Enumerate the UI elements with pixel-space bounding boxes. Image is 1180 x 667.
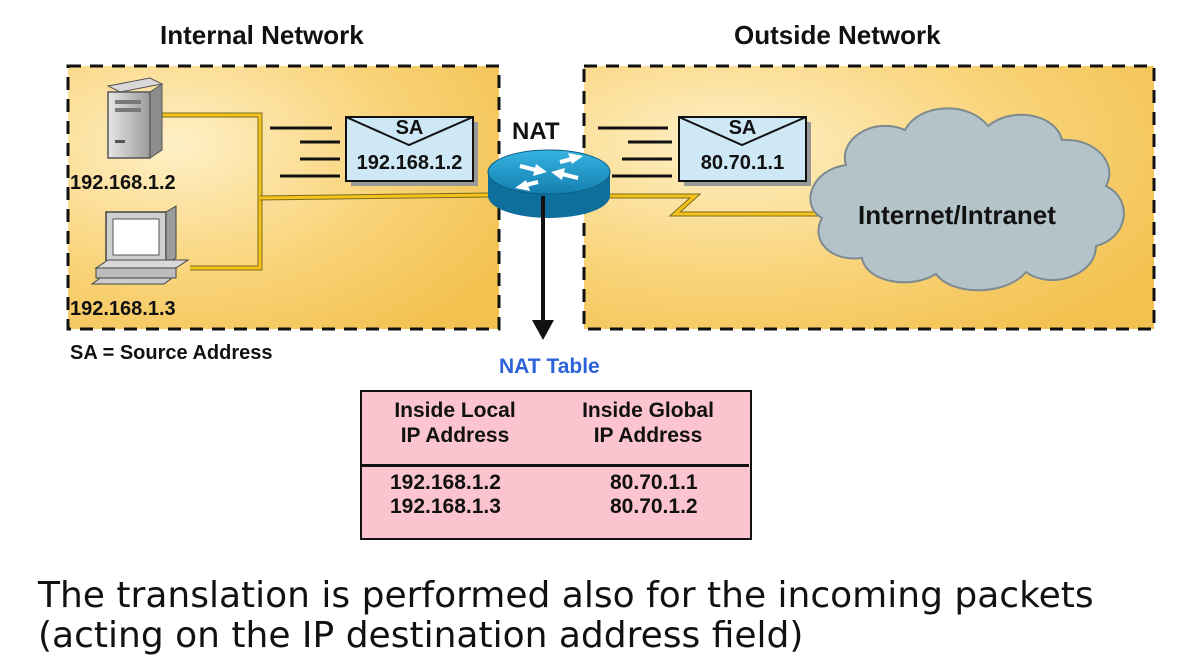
nat-router-icon [487,149,611,218]
server-ip-label: 192.168.1.2 [70,172,176,194]
nat-table-arrow [532,196,554,340]
packet-envelope-inside [345,116,478,186]
table-cell: 80.70.1.2 [610,495,698,518]
packet-outside-address: 80.70.1.1 [700,152,785,174]
internal-cabling [162,112,491,271]
table-cell: 192.168.1.2 [390,471,501,494]
table-cell: 80.70.1.1 [610,471,698,494]
table-header-inside-global: Inside Global IP Address [582,399,714,447]
outside-cabling [608,193,830,217]
table-header-inside-local: Inside Local IP Address [394,399,516,447]
caption-line-2: (acting on the IP destination address fi… [38,615,804,656]
cloud-label: Internet/Intranet [858,200,1056,230]
internal-network-title: Internal Network [160,20,364,50]
sa-legend: SA = Source Address [70,342,273,364]
packet-motion-lines-inside [270,126,340,178]
table-divider [362,464,749,467]
packet-envelope-outside [678,116,811,186]
workstation-icon [90,205,190,285]
outside-network-title: Outside Network [734,20,941,50]
nat-router-label: NAT [512,118,560,145]
packet-inside-address: 192.168.1.2 [356,152,463,174]
packet-motion-lines-outside [598,126,672,178]
packet-outside-header: SA [728,117,757,139]
nat-table: Inside Local IP Address Inside Global IP… [360,390,752,540]
pc-ip-label: 192.168.1.3 [70,298,176,320]
caption-line-1: The translation is performed also for th… [38,575,1094,616]
packet-inside-header: SA [395,117,424,139]
internet-cloud-icon [809,107,1125,292]
server-icon [106,77,164,159]
nat-table-title: NAT Table [499,355,600,378]
table-cell: 192.168.1.3 [390,495,501,518]
